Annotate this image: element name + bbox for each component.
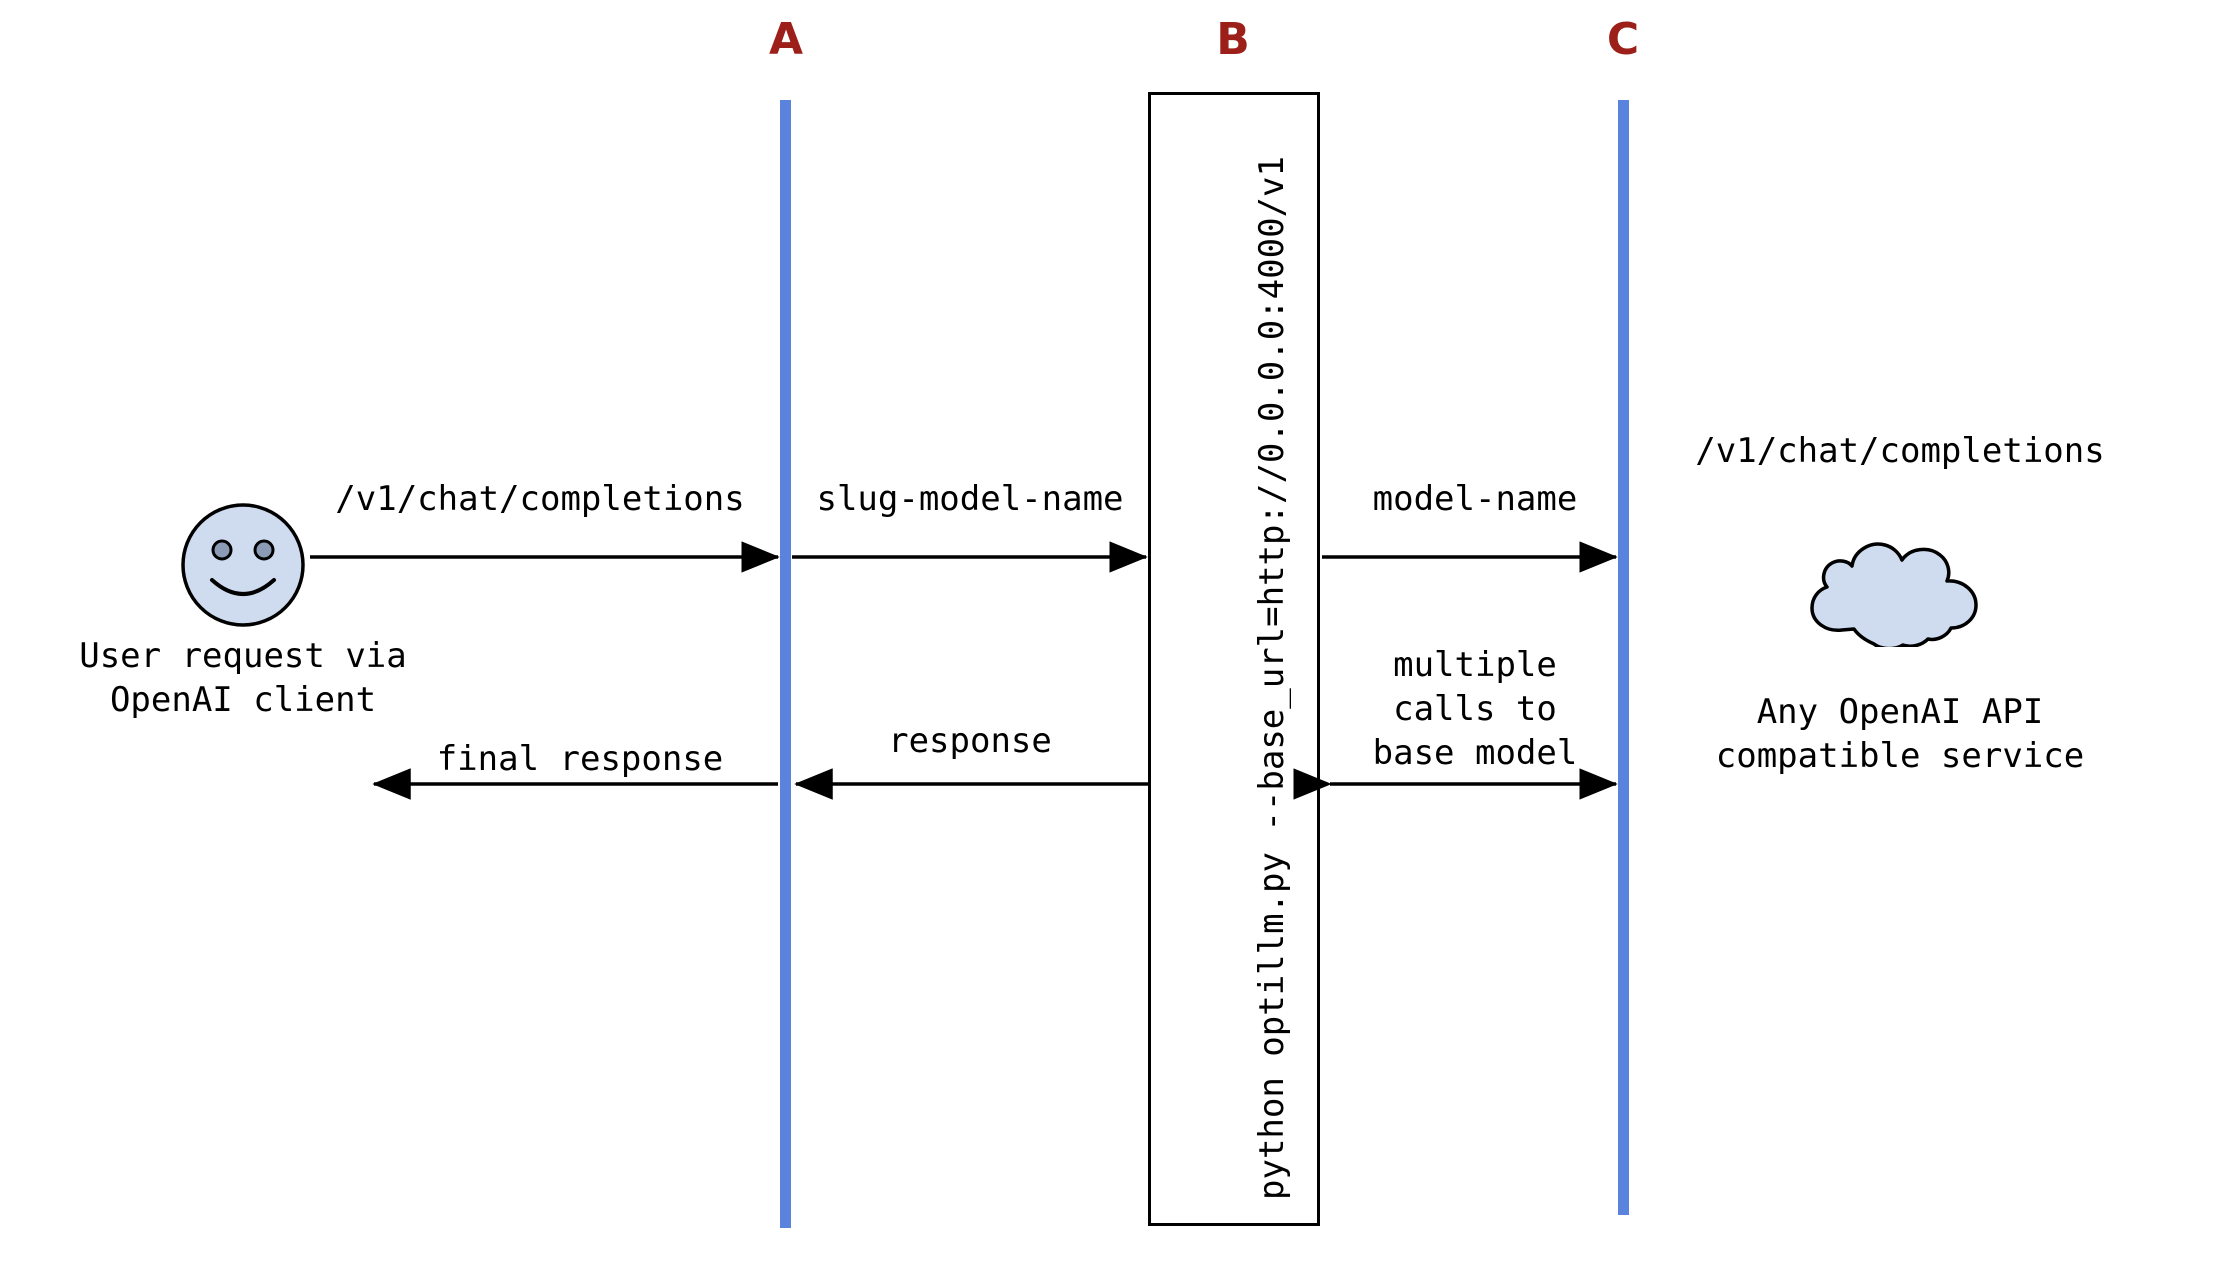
message-label-b-to-a: response	[888, 721, 1052, 761]
proxy-box-optillm	[1148, 92, 1320, 1226]
service-caption-line-2: compatible service	[1715, 736, 2085, 776]
user-caption-line-1: User request via	[79, 636, 407, 676]
message-label-b-c-multiple-line-3: base model	[1372, 733, 1578, 773]
service-caption-line-1: Any OpenAI API	[1756, 692, 2044, 732]
participant-label-a: A	[768, 14, 804, 65]
message-label-b-to-c: model-name	[1372, 479, 1578, 519]
participant-label-c: C	[1606, 14, 1640, 65]
proxy-box-command-text: python optillm.py --base_url=http://0.0.…	[1252, 156, 1292, 1200]
message-label-user-to-a: /v1/chat/completions	[335, 479, 745, 519]
service-endpoint-label: /v1/chat/completions	[1695, 431, 2105, 471]
cloud-icon	[1810, 542, 1978, 647]
message-label-b-c-multiple-line-2: calls to	[1393, 689, 1557, 729]
message-label-b-c-multiple-line-1: multiple	[1393, 645, 1557, 685]
lifeline-c	[1618, 100, 1629, 1215]
message-label-a-to-user: final response	[436, 739, 724, 779]
smiley-face-icon	[181, 503, 305, 627]
message-label-a-to-b: slug-model-name	[816, 479, 1124, 519]
user-caption-line-2: OpenAI client	[109, 680, 377, 720]
lifeline-a	[780, 100, 791, 1228]
participant-label-b: B	[1216, 14, 1250, 65]
